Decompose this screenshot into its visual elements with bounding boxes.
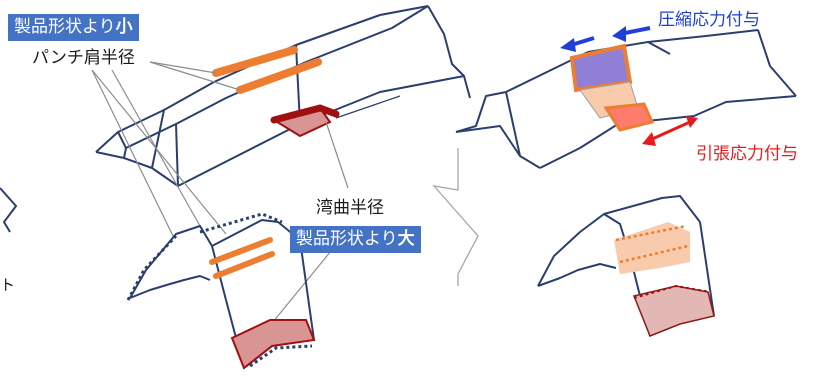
left-edge-fragment-shape [0,187,18,233]
leader-lines [91,61,349,329]
lower-right-highlights [614,222,715,337]
label-punch-shoulder-radius: パンチ肩半径 [32,48,135,68]
label-larger-than-product: 製品形状より大 [290,226,421,253]
label-compressive-stress: 圧縮応力付与 [658,10,760,30]
label-bend-radius: 湾曲半径 [316,198,384,218]
punch-shoulder-highlights [212,46,322,94]
right-chevron-arrow [432,148,479,286]
label-larger-emph: 大 [397,229,415,249]
tension-zone [603,102,655,132]
label-smaller-emph: 小 [115,17,133,37]
label-smaller-than-product: 製品形状より小 [8,14,139,41]
punch-shoulder-band-upper [212,46,298,77]
tension-arrow [642,116,698,146]
label-left-fragment: ト [0,276,16,294]
punch-shoulder-band-lower [236,58,322,94]
upper-left-part-outline [95,5,471,187]
thin-blue-line [335,95,401,119]
label-tensile-stress: 引張応力付与 [696,144,798,164]
compress-arrows [560,26,651,52]
label-smaller-text: 製品形状より [14,17,116,37]
bend-radius-highlight [270,104,340,138]
lower-left-highlights [126,212,316,370]
lower-left-section [129,219,315,369]
label-larger-text: 製品形状より [296,229,398,249]
